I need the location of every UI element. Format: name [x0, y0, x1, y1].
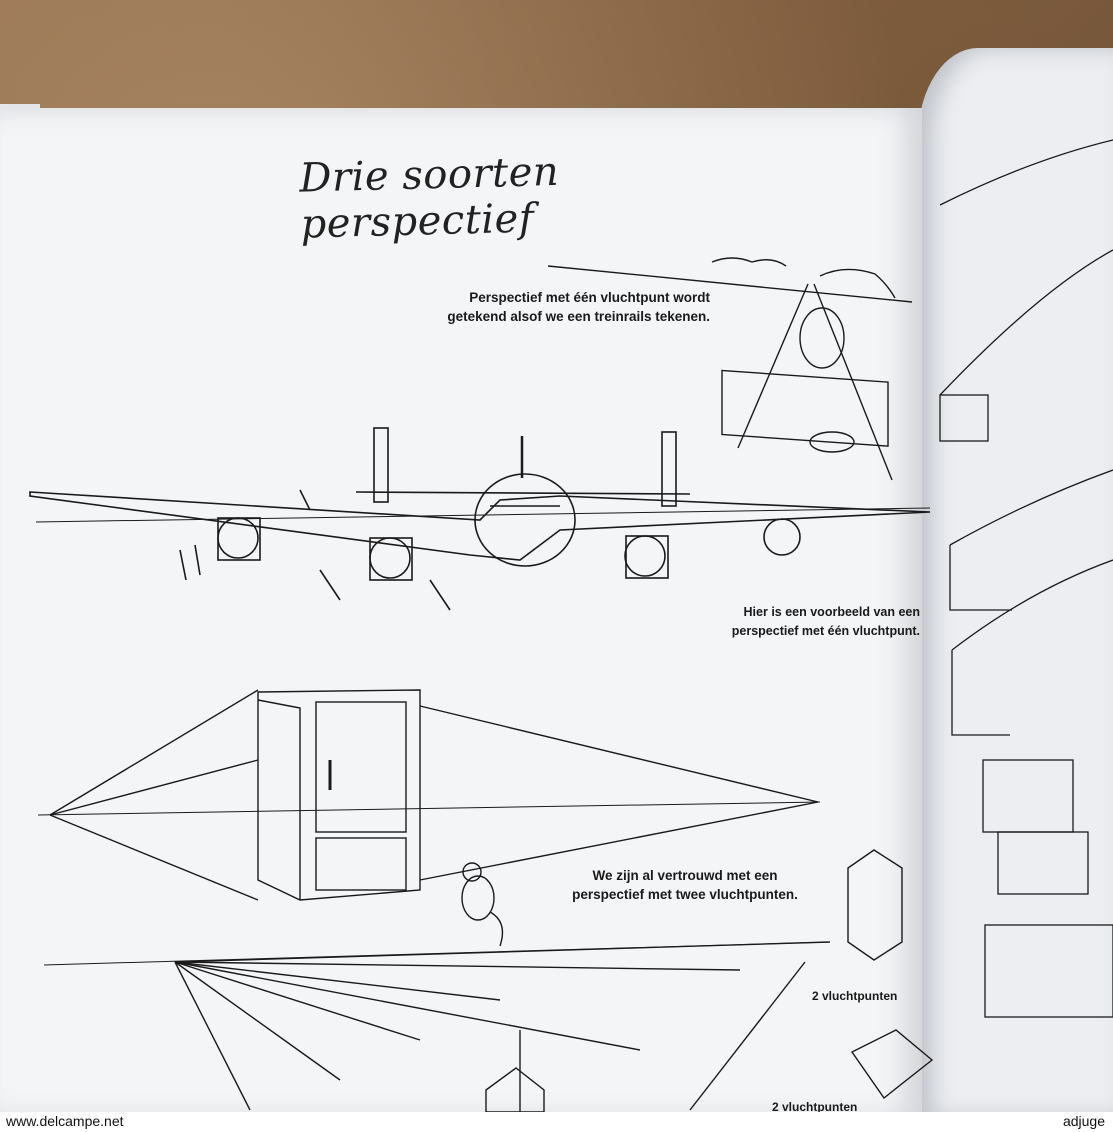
three-point-perspective-lines	[43, 941, 831, 1113]
watermark-bar: www.delcampe.net adjuge	[0, 1112, 1113, 1132]
refrigerator-drawing	[37, 689, 821, 901]
right-page-block-drawings	[939, 139, 1113, 1018]
airplane-drawing	[29, 427, 931, 611]
watermark-right-text: adjuge	[1062, 1113, 1105, 1129]
cat-drawing	[461, 862, 504, 947]
caption-two-point-intro: We zijn al vertrouwd met een perspectief…	[572, 868, 798, 902]
caption-two-points-label-bottom: 2 vluchtpunten	[772, 1100, 858, 1114]
caption-one-point-example: Hier is een voorbeeld van een perspectie…	[731, 605, 920, 638]
page-title: Drie soorten perspectief	[298, 148, 560, 248]
box-drawings	[847, 849, 934, 1100]
caption-one-point-intro: Perspectief met één vluchtpunt wordt get…	[447, 290, 710, 324]
watermark-left-text: www.delcampe.net	[6, 1113, 124, 1129]
railway-scene-drawing	[547, 257, 913, 481]
caption-two-points-label: 2 vluchtpunten	[812, 989, 898, 1003]
left-book-page	[0, 108, 922, 1118]
